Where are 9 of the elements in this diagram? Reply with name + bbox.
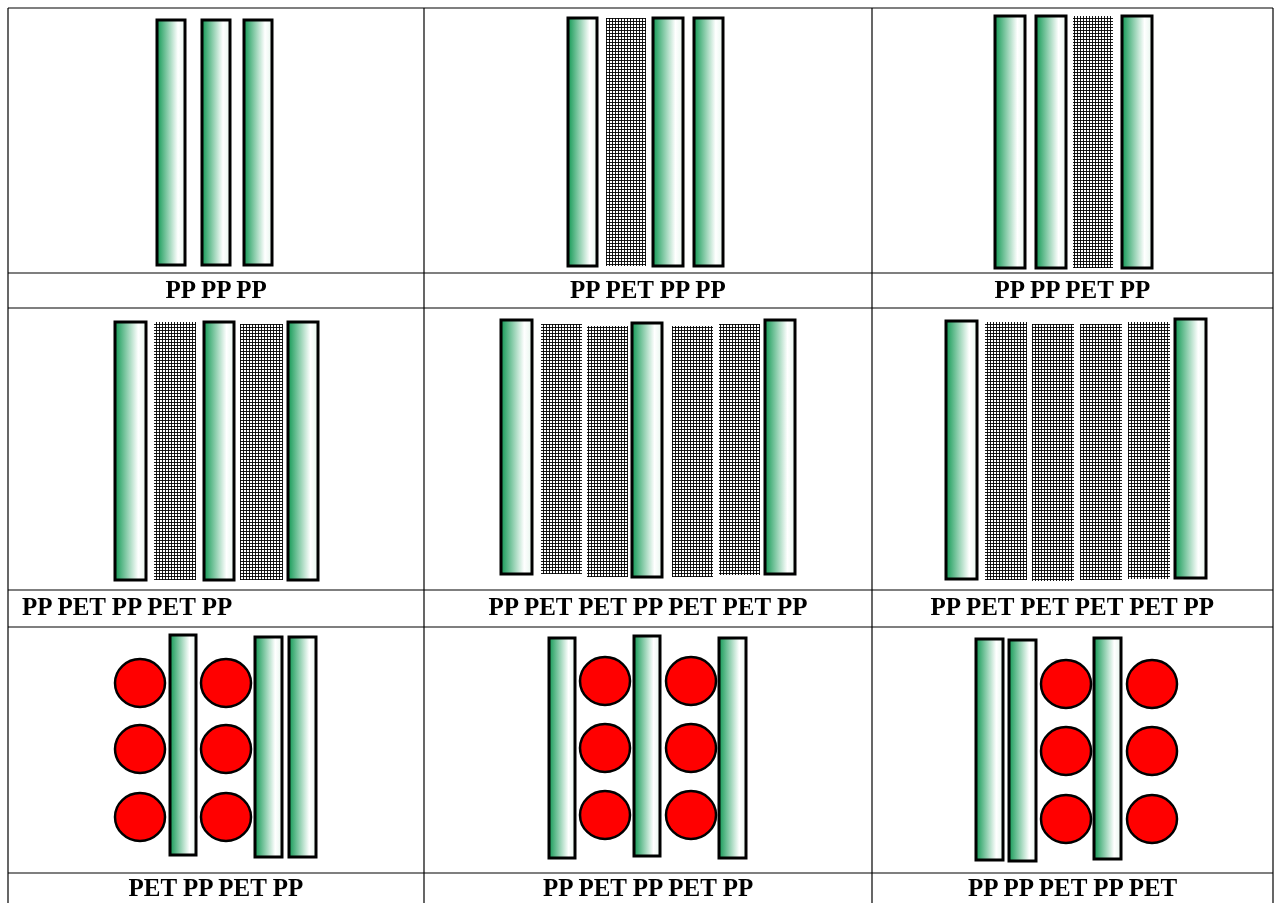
layer-sequence-caption: PP PET PET PET PET PP xyxy=(930,592,1215,622)
layer-sequence-caption: PP PET PET PP PET PET PP xyxy=(488,592,808,622)
layer-sequence-caption: PP PP PET PP xyxy=(994,275,1151,305)
layer-sequence-caption: PP PP PET PP PET xyxy=(968,873,1178,903)
layer-sequence-caption: PET PP PET PP xyxy=(128,873,304,903)
layer-sequence-caption: PP PET PP PET PP xyxy=(543,873,754,903)
layer-sequence-caption: PP PP PP xyxy=(165,275,267,305)
layer-sequence-caption: PP PET PP PP xyxy=(570,275,726,305)
layer-sequence-caption: PP PET PP PET PP xyxy=(22,592,233,622)
